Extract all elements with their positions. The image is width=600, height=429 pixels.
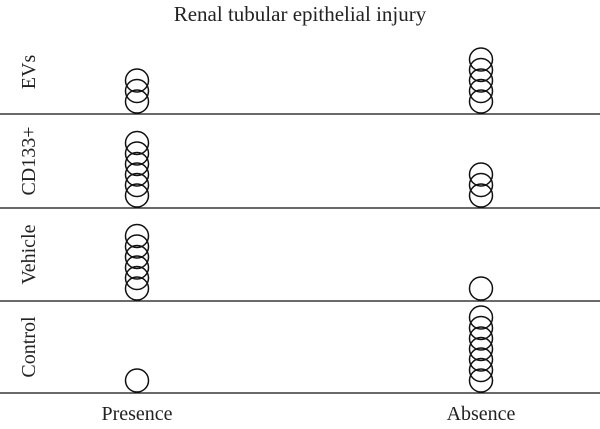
dot-cd133-presence-5 — [124, 141, 150, 166]
dot-control-absence-6 — [468, 315, 494, 341]
dot-vehicle-presence-3 — [124, 255, 150, 280]
dot-control-absence-2 — [468, 357, 494, 383]
x-label-absence: Absence — [447, 403, 516, 425]
dot-cd133-absence-1 — [468, 183, 494, 208]
dot-vehicle-presence-2 — [124, 265, 150, 291]
dot-cd133-presence-1 — [124, 183, 150, 208]
dot-control-absence-4 — [468, 336, 494, 362]
dot-cd133-presence-2 — [124, 172, 150, 198]
dot-control-absence-5 — [468, 326, 494, 351]
row-label-cd133: CD133+ — [18, 126, 40, 195]
dot-control-absence-7 — [468, 305, 494, 330]
dot-control-absence-3 — [468, 347, 494, 372]
dot-evs-absence-5 — [468, 47, 494, 72]
dot-vehicle-presence-6 — [124, 223, 150, 249]
dot-evs-absence-1 — [468, 89, 494, 114]
dot-vehicle-presence-4 — [124, 244, 150, 270]
dot-cd133-presence-6 — [124, 130, 150, 156]
dot-vehicle-absence-1 — [468, 276, 494, 301]
dot-control-presence-1 — [124, 368, 150, 393]
dot-vehicle-presence-5 — [124, 234, 150, 259]
dot-evs-presence-3 — [124, 68, 150, 93]
dot-evs-absence-4 — [468, 57, 494, 83]
dot-cd133-absence-3 — [468, 162, 494, 187]
dot-evs-absence-3 — [468, 68, 494, 93]
row-label-vehicle: Vehicle — [18, 224, 40, 284]
dot-control-absence-1 — [468, 368, 494, 393]
dot-evs-absence-2 — [468, 78, 494, 104]
dot-cd133-presence-4 — [124, 151, 150, 177]
dot-evs-presence-1 — [124, 89, 150, 114]
x-label-presence: Presence — [101, 403, 172, 425]
row-label-evs: EVs — [18, 55, 40, 90]
row-label-control: Control — [18, 316, 40, 378]
chart-title: Renal tubular epithelial injury — [174, 2, 427, 26]
dot-evs-presence-2 — [124, 78, 150, 104]
dot-cd133-absence-2 — [468, 172, 494, 198]
dot-cd133-presence-3 — [124, 162, 150, 187]
dot-vehicle-presence-1 — [124, 276, 150, 301]
